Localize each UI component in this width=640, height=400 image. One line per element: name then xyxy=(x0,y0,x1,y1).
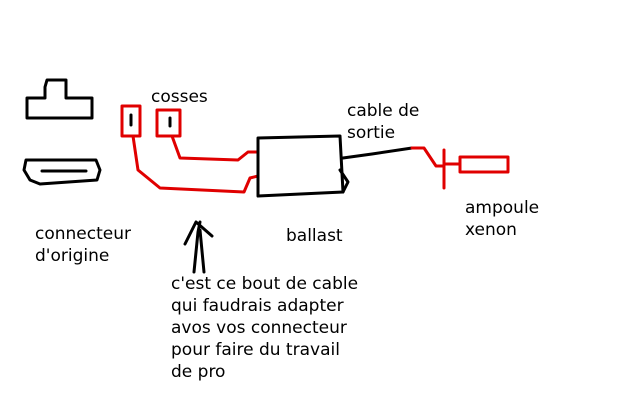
ballast-corner xyxy=(338,168,350,194)
label-connecteur-origine: connecteur d'origine xyxy=(35,224,131,266)
original-connector-top xyxy=(25,78,94,120)
ballast-box xyxy=(256,134,345,198)
label-ampoule-xenon: ampoule xenon xyxy=(465,198,540,240)
arrow xyxy=(183,220,214,274)
wire-from-left-terminal xyxy=(131,134,260,194)
label-cosses: cosses xyxy=(151,87,208,107)
terminal-right xyxy=(155,108,182,138)
original-connector-bottom xyxy=(22,158,102,186)
terminal-left xyxy=(120,104,142,138)
output-cable-red xyxy=(410,146,446,168)
output-cable-black xyxy=(341,146,414,160)
note-text: c'est ce bout de cable qui faudrais adap… xyxy=(171,274,359,382)
wire-from-right-terminal xyxy=(170,134,260,162)
label-cable-sortie: cable de sortie xyxy=(347,101,420,143)
label-ballast: ballast xyxy=(286,226,343,246)
bulb-body xyxy=(458,155,510,174)
